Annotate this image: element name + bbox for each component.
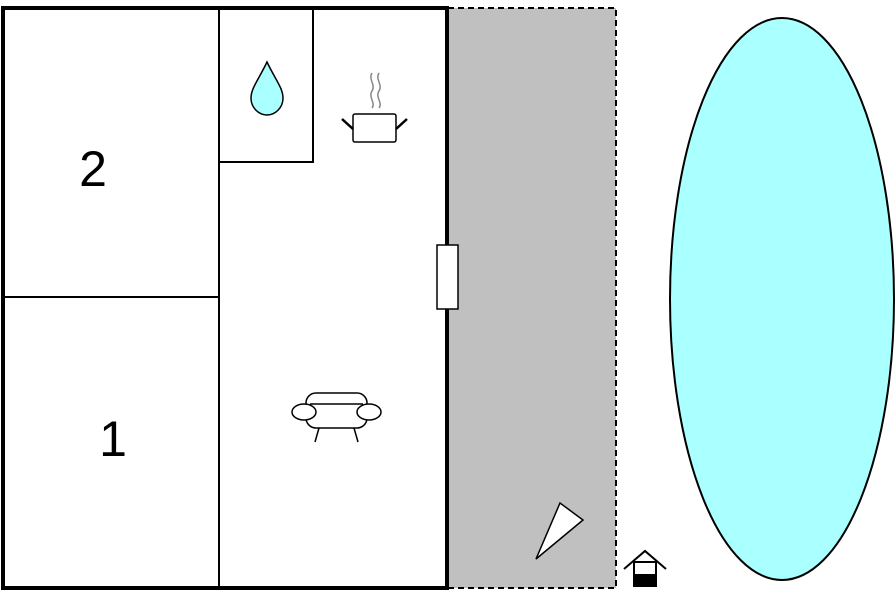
cooking-pot-icon — [341, 72, 408, 143]
pool — [669, 17, 895, 581]
room-number-2: 2 — [79, 141, 107, 197]
interior-walls — [3, 8, 314, 588]
terrace-door — [436, 244, 459, 310]
terrace — [447, 7, 617, 589]
small-house-icon — [623, 549, 667, 587]
steam-lines — [370, 72, 381, 109]
room-number-1: 1 — [99, 411, 127, 467]
water-drop-icon — [250, 60, 284, 116]
sofa-icon — [291, 392, 382, 443]
sun-umbrella-icon — [535, 501, 585, 560]
